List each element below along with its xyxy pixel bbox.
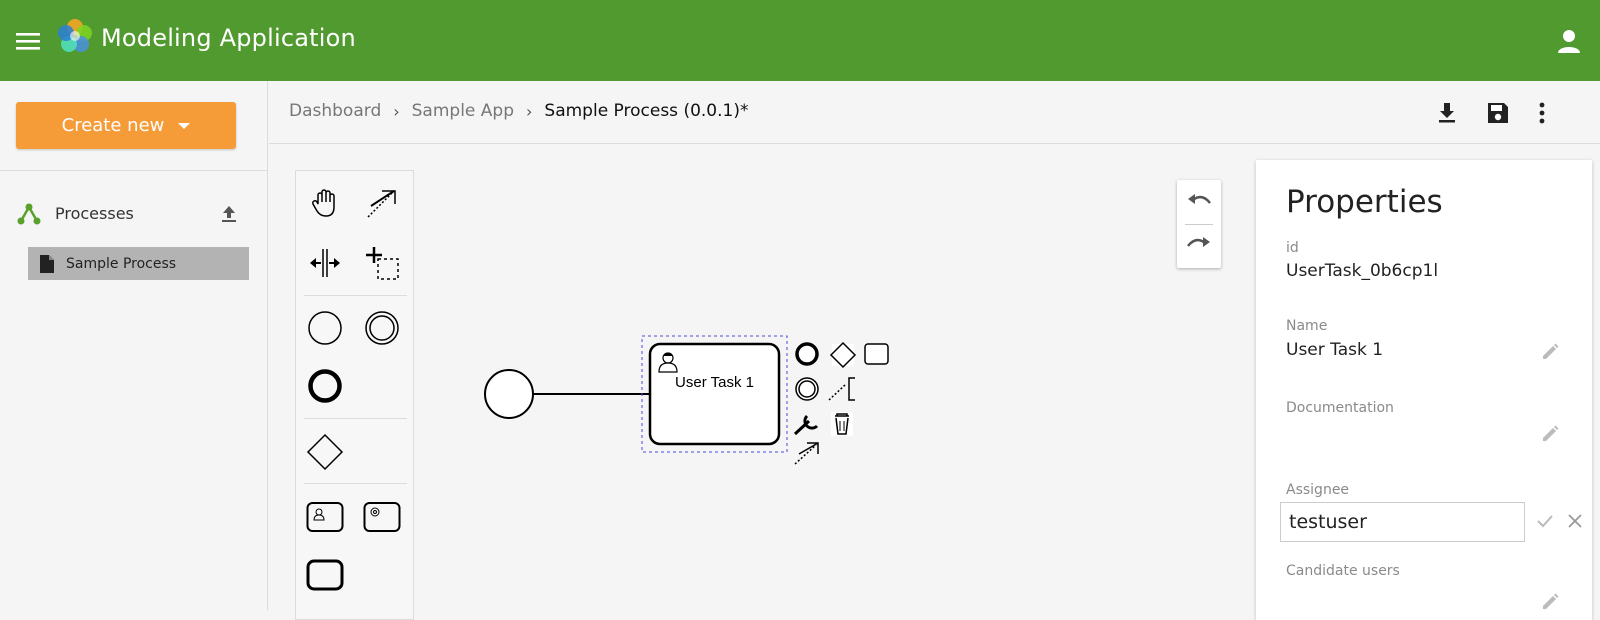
undo-icon[interactable]: [1184, 187, 1214, 217]
intermediate-event-icon[interactable]: [360, 306, 404, 350]
bpmn-diagram: [484, 335, 889, 465]
sidebar-section-processes[interactable]: Processes: [16, 201, 246, 227]
account-icon[interactable]: [1554, 26, 1584, 56]
space-tool-icon[interactable]: [303, 241, 347, 285]
diagram-canvas[interactable]: User Task 1: [269, 144, 1239, 620]
cancel-icon[interactable]: [1566, 512, 1584, 530]
context-pad[interactable]: [793, 341, 889, 465]
palette-separator: [304, 483, 407, 484]
processes-icon: [16, 201, 42, 227]
undo-separator: [1185, 224, 1213, 225]
chevron-right-icon: ›: [393, 101, 400, 121]
end-event-icon[interactable]: [303, 364, 347, 408]
create-new-label: Create new: [61, 115, 165, 136]
name-label: Name: [1286, 318, 1328, 334]
edit-candidate-users-icon[interactable]: [1540, 592, 1560, 612]
assignee-label: Assignee: [1286, 482, 1350, 498]
user-task-marker-icon: [657, 350, 679, 373]
gateway-icon[interactable]: [303, 430, 347, 474]
chevron-right-icon: ›: [526, 101, 533, 121]
user-task-icon[interactable]: [303, 495, 347, 539]
tool-palette: [295, 170, 414, 620]
palette-separator: [304, 418, 407, 419]
processes-label: Processes: [55, 204, 134, 223]
more-vert-icon[interactable]: [1535, 100, 1549, 126]
sidebar-item-label: Sample Process: [66, 255, 177, 272]
global-connect-icon[interactable]: [360, 181, 404, 225]
documentation-label: Documentation: [1286, 400, 1394, 416]
assignee-input[interactable]: [1280, 502, 1525, 542]
top-app-bar: Modeling Application: [0, 0, 1600, 81]
user-task-label: User Task 1: [675, 374, 754, 391]
create-new-button[interactable]: Create new: [16, 102, 236, 149]
palette-separator: [304, 295, 407, 296]
sidebar-divider: [0, 170, 268, 171]
name-value: User Task 1: [1286, 340, 1384, 360]
save-icon[interactable]: [1485, 100, 1511, 126]
download-icon[interactable]: [1434, 100, 1460, 126]
undo-redo-panel: [1177, 180, 1221, 268]
file-icon: [40, 254, 54, 273]
edit-name-icon[interactable]: [1540, 342, 1560, 362]
edit-documentation-icon[interactable]: [1540, 424, 1560, 444]
app-logo-icon: [57, 18, 93, 54]
properties-title: Properties: [1286, 184, 1443, 220]
hand-tool-icon[interactable]: [303, 181, 347, 225]
task-icon[interactable]: [303, 553, 347, 597]
user-task: [648, 342, 781, 446]
selection-outline: [641, 335, 788, 453]
sidebar-item-sample-process[interactable]: Sample Process: [28, 247, 249, 280]
app-title: Modeling Application: [101, 24, 356, 52]
start-event: [484, 369, 534, 419]
confirm-icon[interactable]: [1536, 512, 1554, 530]
breadcrumb: Dashboard › Sample App › Sample Process …: [289, 101, 748, 121]
id-label: id: [1286, 240, 1299, 256]
upload-icon[interactable]: [218, 203, 240, 225]
candidate-users-label: Candidate users: [1286, 563, 1400, 579]
redo-icon[interactable]: [1184, 230, 1214, 260]
start-event-icon[interactable]: [303, 306, 347, 350]
hamburger-menu-icon[interactable]: [14, 28, 42, 54]
breadcrumb-current: Sample Process (0.0.1)*: [544, 101, 749, 121]
breadcrumb-sample-app[interactable]: Sample App: [411, 101, 514, 121]
breadcrumb-bar: Dashboard › Sample App › Sample Process …: [269, 81, 1600, 144]
caret-down-icon: [178, 122, 191, 129]
id-value: UserTask_0b6cp1l: [1286, 261, 1439, 281]
properties-panel: Properties id UserTask_0b6cp1l Name User…: [1256, 160, 1592, 620]
lasso-tool-icon[interactable]: [360, 241, 404, 285]
sidebar: Create new Processes: [0, 81, 268, 610]
breadcrumb-dashboard[interactable]: Dashboard: [289, 101, 382, 121]
service-task-icon[interactable]: [360, 495, 404, 539]
